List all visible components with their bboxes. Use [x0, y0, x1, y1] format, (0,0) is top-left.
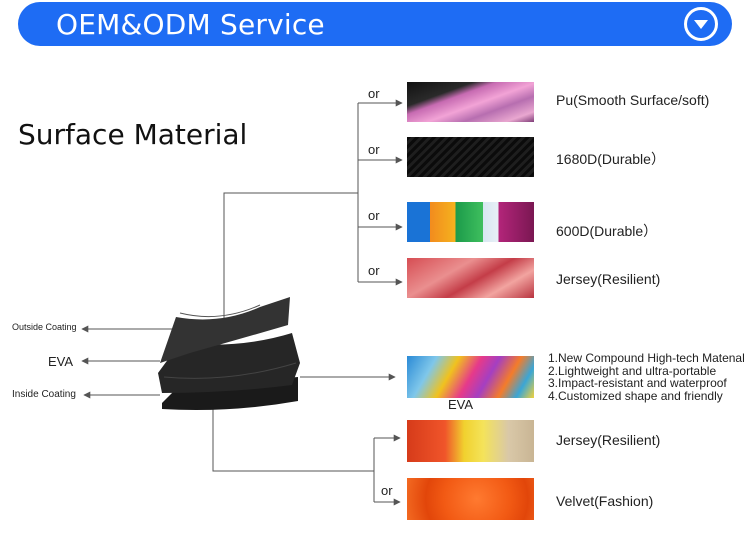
eva-feature-list: 1.New Compound High-tech Matenal 2.Light…	[548, 352, 745, 402]
header-banner: OEM&ODM Service	[18, 2, 732, 46]
option-label-jersey-lining: Jersey(Resilient)	[556, 432, 661, 448]
layer-label-inside: Inside Coating	[12, 389, 76, 400]
eva-foam-swatch	[407, 356, 534, 398]
option-label-jersey: Jersey(Resilient)	[556, 271, 661, 287]
jersey-lining-swatch	[407, 420, 534, 462]
velvet-lining-swatch	[407, 478, 534, 520]
or-label: or	[368, 86, 380, 101]
layer-label-eva: EVA	[48, 354, 74, 369]
chevron-down-icon	[694, 20, 708, 29]
or-label: or	[368, 263, 380, 278]
jersey-fabric-swatch	[407, 258, 534, 298]
section-title: Surface Material	[18, 118, 248, 151]
or-label: or	[381, 483, 393, 498]
option-label-1680d: 1680D(Durable）	[556, 151, 665, 167]
600d-fabric-swatch	[407, 202, 534, 242]
eva-feature: 4.Customized shape and friendly	[548, 388, 723, 403]
option-label-pu: Pu(Smooth Surface/soft)	[556, 92, 710, 108]
eva-feature: 3.Impact-resistant and waterproof	[548, 376, 727, 390]
layer-label-outside: Outside Coating	[12, 322, 77, 332]
or-label: or	[368, 208, 380, 223]
or-label: or	[368, 142, 380, 157]
option-label-velvet: Velvet(Fashion)	[556, 493, 654, 509]
banner-title: OEM&ODM Service	[56, 8, 325, 41]
option-label-600d: 600D(Durable）	[556, 223, 658, 239]
eva-feature: 1.New Compound High-tech Matenal	[548, 351, 745, 365]
eva-caption: EVA	[448, 397, 474, 412]
layered-material-illustration	[158, 297, 300, 410]
eva-feature: 2.Lightweight and ultra-portable	[548, 363, 717, 378]
1680d-fabric-swatch	[407, 137, 534, 177]
expand-button[interactable]	[684, 7, 718, 41]
pu-leather-swatch	[407, 82, 534, 122]
